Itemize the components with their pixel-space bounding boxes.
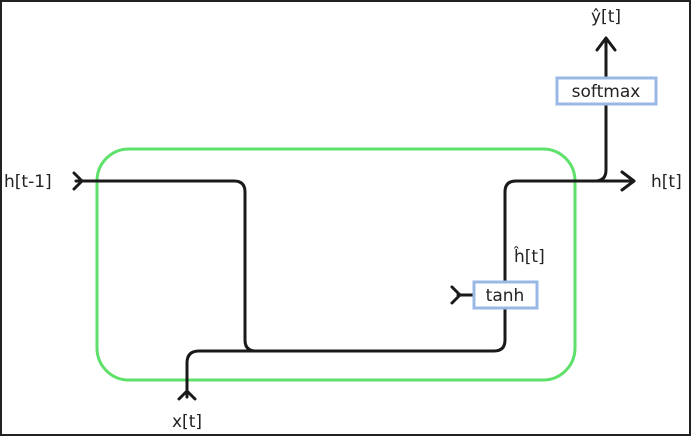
x-input-label: x[t]: [172, 412, 202, 432]
softmax-label: softmax: [572, 82, 641, 102]
softmax-box: [555, 76, 658, 106]
rnn-cell-boundary: [95, 147, 577, 382]
tanh-bias-fork: [450, 285, 462, 305]
h-prev-label: h[t-1]: [4, 172, 52, 192]
tanh-box: [472, 280, 539, 310]
h-out-arrowhead: [620, 170, 636, 192]
x-input-wire: [185, 338, 507, 399]
softmax-branch-wire: [593, 102, 608, 183]
tanh-to-output-wire: [503, 179, 632, 342]
y-hat-arrowhead: [595, 36, 617, 52]
h-prev-fork: [72, 171, 84, 191]
tanh-label: tanh: [486, 286, 525, 306]
y-hat-label: ŷ[t]: [591, 7, 621, 27]
h-tilde-label: ĥ[t]: [513, 245, 545, 267]
h-out-label: h[t]: [651, 172, 682, 192]
x-input-fork: [177, 389, 197, 401]
